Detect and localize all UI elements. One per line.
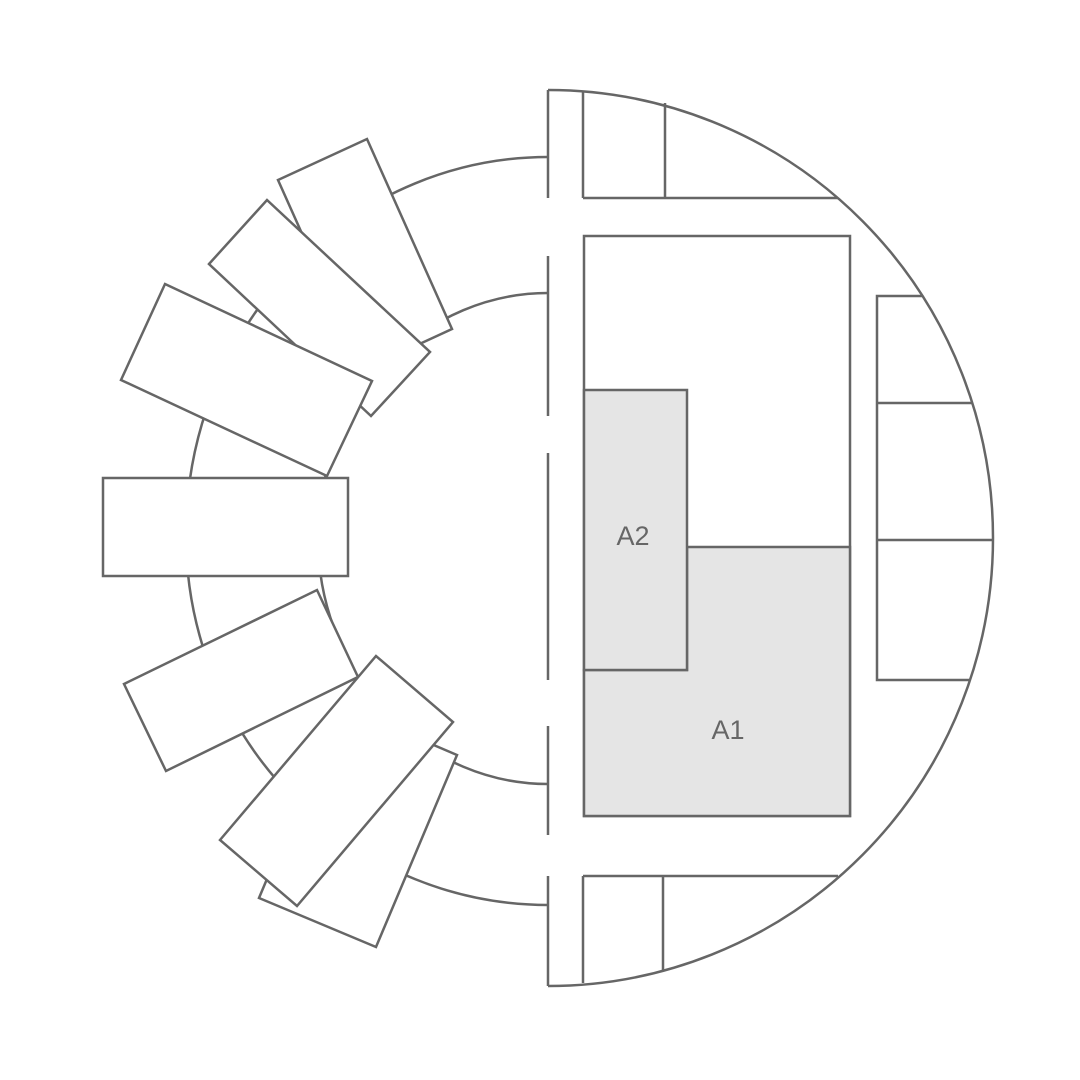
outer-boundary-arc — [547, 88, 995, 988]
booth[interactable] — [101, 476, 350, 578]
bottom-room-block — [581, 874, 838, 983]
zone-a1-label: A1 — [711, 715, 744, 745]
booth[interactable] — [119, 282, 374, 478]
booth[interactable] — [218, 654, 455, 908]
main-hall: A2 A1 — [582, 234, 852, 818]
right-room-stack — [875, 294, 993, 682]
radial-booths — [101, 137, 459, 949]
top-room-block — [581, 92, 838, 200]
zone-a2[interactable] — [582, 388, 689, 672]
zone-a2-label: A2 — [616, 521, 649, 551]
wall — [875, 294, 970, 682]
